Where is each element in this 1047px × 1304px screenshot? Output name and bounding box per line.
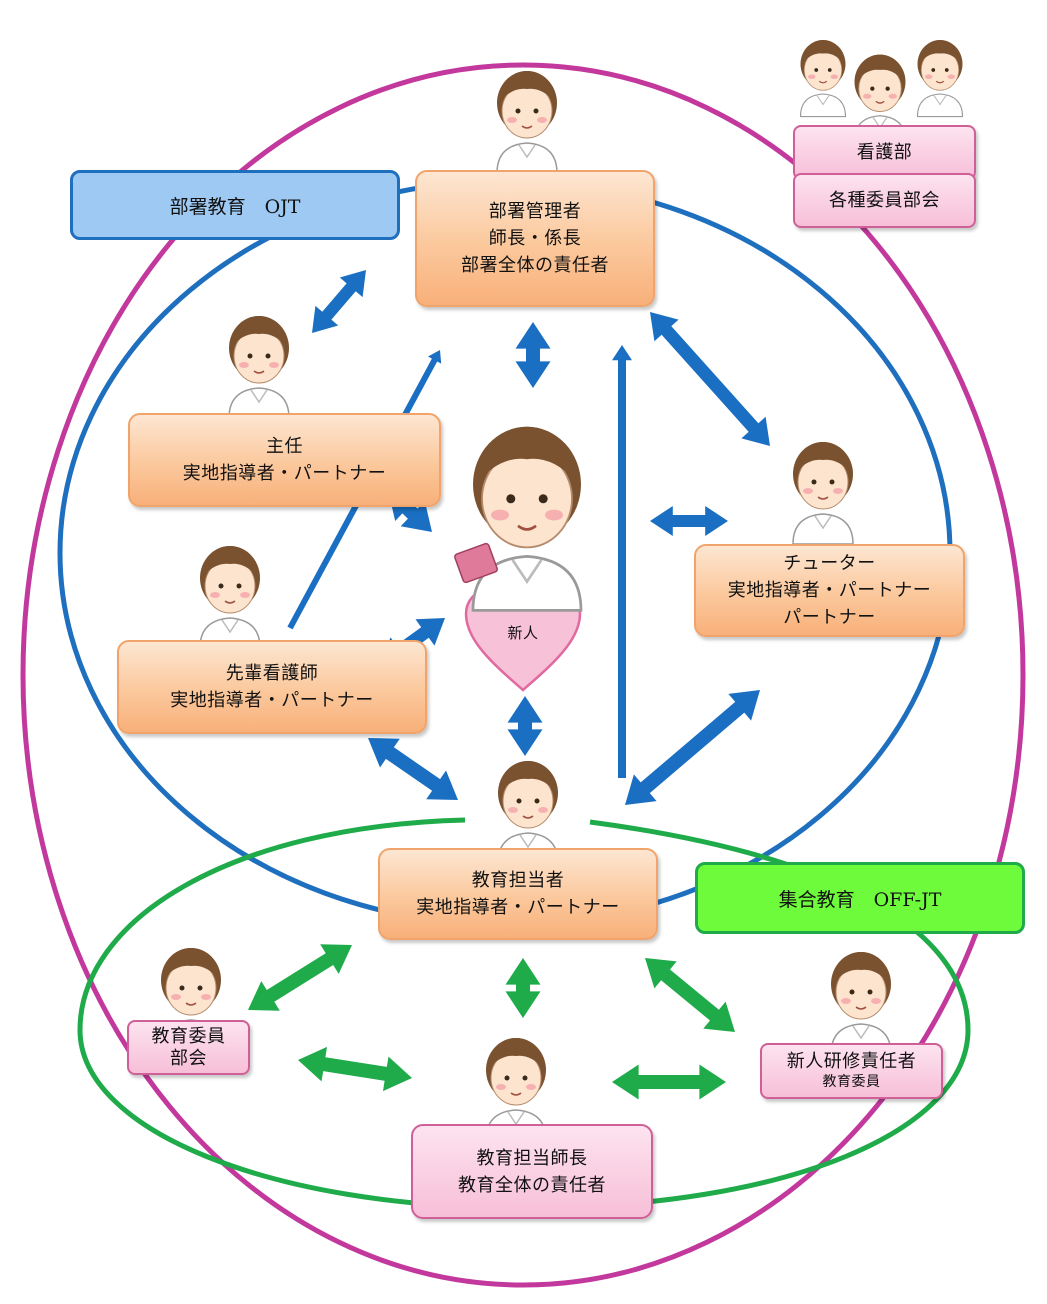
education-staff-line1: 教育担当者 [471,870,565,891]
manager-box: 部署管理者 師長・係長 部署全体の責任者 [415,170,655,307]
edu-committee-box: 教育委員 部会 [127,1020,250,1075]
nursing-dept-box: 看護部 [793,125,976,180]
edu-head-line2: 教育全体の責任者 [458,1174,606,1196]
ojt-title-text: 部署教育 OJT [169,195,301,218]
tutor-line2: 実地指導者・パートナー [727,580,932,601]
double-arrow-icon [645,958,735,1032]
manager-line3: 部署全体の責任者 [461,255,609,276]
edu-committee-line2: 部会 [170,1047,207,1069]
committees-box: 各種委員部会 [793,173,976,228]
notebook-icon [454,542,498,584]
manager-line1: 部署管理者 [488,201,582,222]
chief-box: 主任 実地指導者・パートナー [128,413,441,507]
training-lead-box: 新人研修責任者 教育委員 [760,1043,943,1099]
senior-nurse-line1: 先輩看護師 [225,663,319,684]
education-staff-line2: 実地指導者・パートナー [416,897,620,918]
tutor-line3: パートナー [783,607,876,628]
double-arrow-icon [298,1046,412,1092]
nurse-figure-icon [799,39,847,118]
double-arrow-icon [650,312,770,446]
double-arrow-icon [248,944,352,1011]
nurse-figure-icon [496,70,558,174]
nurse-figure-icon [228,315,290,419]
edu-head-box: 教育担当師長 教育全体の責任者 [411,1124,653,1219]
tutor-line1: チューター [783,553,876,574]
offjt-title: 集合教育 OFF-JT [695,862,1025,934]
ojt-title: 部署教育 OJT [70,170,400,240]
outer-ring [20,62,1026,1288]
double-arrow-icon [368,738,458,800]
newcomer-text: 新人 [507,623,539,642]
double-arrow-icon [312,270,366,333]
manager-line2: 師長・係長 [488,228,582,249]
double-arrow-icon [625,690,760,805]
education-staff-box: 教育担当者 実地指導者・パートナー [378,848,658,940]
chief-line2: 実地指導者・パートナー [182,463,387,484]
nurse-figure-icon [792,441,854,545]
edu-committee-line1: 教育委員 [151,1025,226,1047]
double-arrow-icon [505,958,541,1018]
committees-label: 各種委員部会 [829,190,940,211]
training-lead-line1: 新人研修責任者 [786,1051,917,1072]
double-arrow-icon [650,506,728,536]
double-arrow-icon [515,322,551,388]
double-arrow-icon [507,696,543,756]
newcomer-label: 新人 [483,618,563,648]
nurse-figure-icon [916,39,964,118]
edu-head-line1: 教育担当師長 [476,1147,588,1169]
senior-nurse-box: 先輩看護師 実地指導者・パートナー [117,640,427,734]
single-arrow-icon [612,345,632,778]
tutor-box: チューター 実地指導者・パートナー パートナー [694,544,965,637]
nurse-figure-icon [830,951,892,1055]
chief-line1: 主任 [266,436,303,457]
nurse-figure-icon [199,545,261,649]
training-lead-line2: 教育委員 [822,1074,881,1090]
senior-nurse-line2: 実地指導者・パートナー [170,690,374,711]
double-arrow-icon [612,1064,726,1100]
nursing-dept-label: 看護部 [856,142,913,163]
offjt-title-text: 集合教育 OFF-JT [778,888,942,911]
newcomer-nurse-icon [471,425,583,612]
